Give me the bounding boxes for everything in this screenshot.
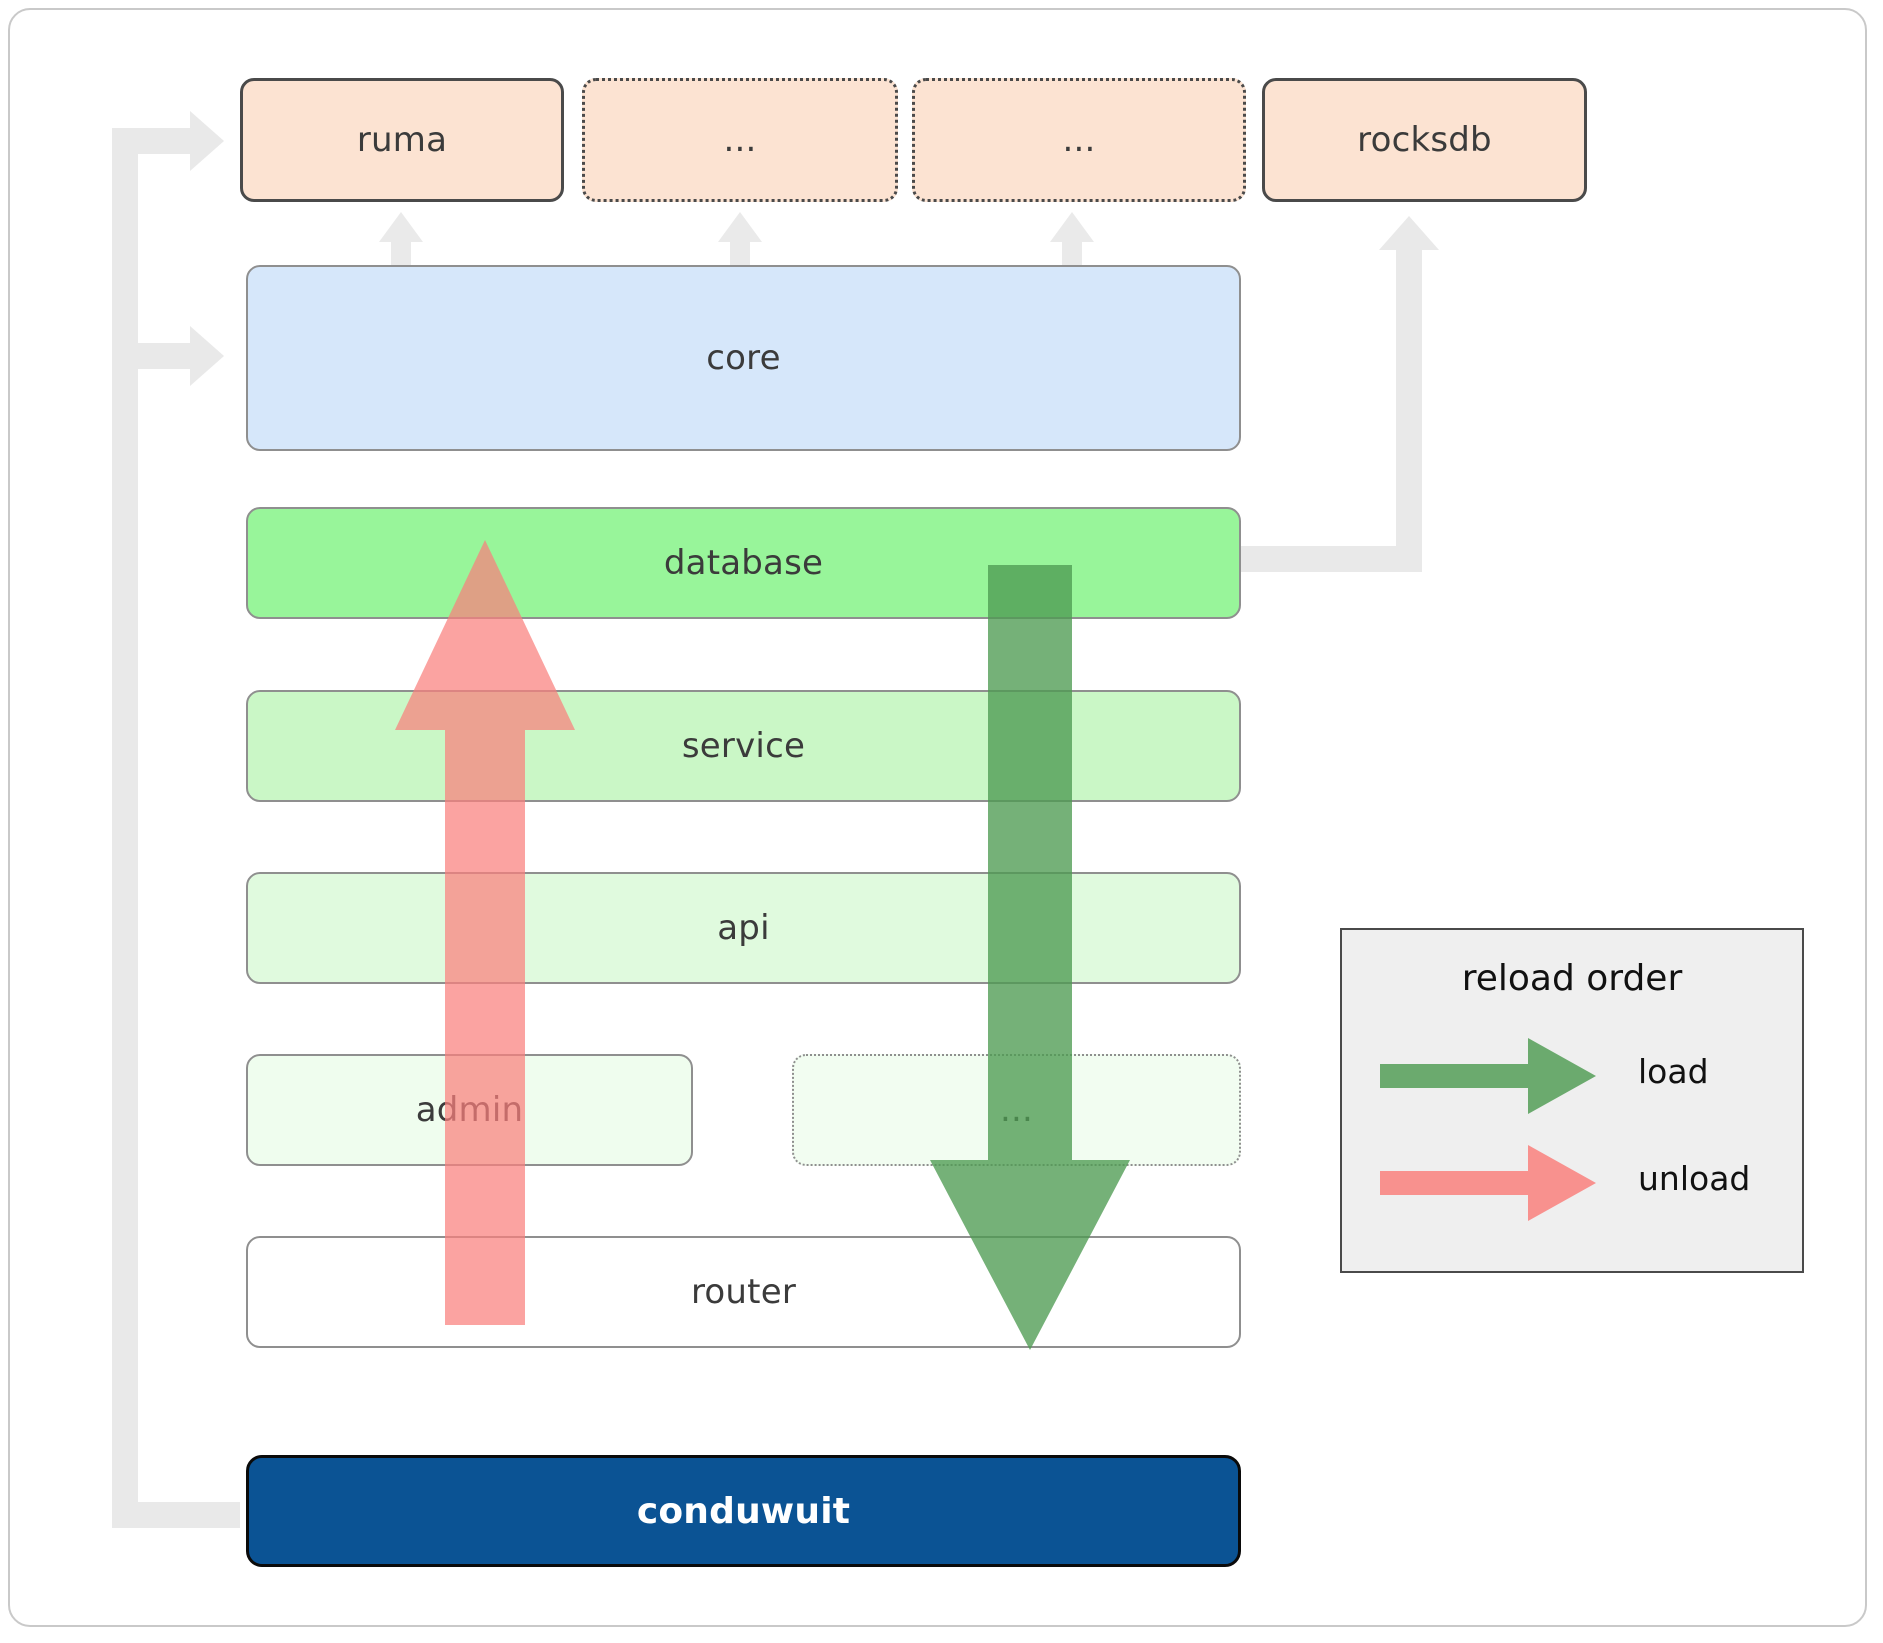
layer-label: router bbox=[690, 1272, 796, 1312]
layer-label: api bbox=[717, 908, 770, 948]
core-box[interactable]: core bbox=[246, 265, 1241, 451]
legend-label-load: load bbox=[1638, 1052, 1709, 1091]
binary-box-conduwuit[interactable]: conduwuit bbox=[246, 1455, 1241, 1567]
connector-database-to-rocksdb-horizontal bbox=[1237, 546, 1422, 572]
connector-arrow-core bbox=[190, 326, 224, 386]
connector-arrow-rocksdb bbox=[1379, 216, 1439, 250]
dependency-label: ... bbox=[723, 120, 757, 160]
dependency-box-ellipsis-2[interactable]: ... bbox=[912, 78, 1246, 202]
dep-arrow-ruma bbox=[379, 212, 423, 274]
layer-box-api[interactable]: api bbox=[246, 872, 1241, 984]
layer-label: database bbox=[663, 543, 824, 583]
dependency-label: ruma bbox=[356, 120, 448, 160]
layer-label: service bbox=[681, 726, 806, 766]
layer-box-database[interactable]: database bbox=[246, 507, 1241, 619]
dep-arrow-dots-1 bbox=[718, 212, 762, 274]
connector-bottom-leg bbox=[112, 1502, 240, 1528]
legend-panel: reload order load unload bbox=[1340, 928, 1804, 1273]
dependency-box-ellipsis-1[interactable]: ... bbox=[582, 78, 898, 202]
connector-database-to-rocksdb-vertical bbox=[1396, 250, 1422, 570]
dep-arrow-dots-2 bbox=[1050, 212, 1094, 274]
legend-label-unload: unload bbox=[1638, 1159, 1751, 1198]
dependency-box-ruma[interactable]: ruma bbox=[240, 78, 564, 202]
dependency-label: rocksdb bbox=[1357, 120, 1492, 160]
dependency-label: ... bbox=[1062, 120, 1096, 160]
legend-row-unload bbox=[1380, 1145, 1602, 1225]
legend-row-load bbox=[1380, 1038, 1602, 1118]
core-label: core bbox=[706, 338, 781, 378]
load-flow-arrow bbox=[920, 565, 1140, 1350]
legend-title: reload order bbox=[1461, 958, 1683, 999]
connector-branch-ruma bbox=[112, 128, 196, 154]
unload-flow-arrow bbox=[385, 540, 585, 1325]
legend-unload-arrow-icon bbox=[1380, 1145, 1596, 1221]
legend-load-arrow-icon bbox=[1380, 1038, 1596, 1114]
connector-trunk-vertical bbox=[112, 128, 138, 1528]
dependency-box-rocksdb[interactable]: rocksdb bbox=[1262, 78, 1587, 202]
connector-branch-core bbox=[112, 343, 196, 369]
connector-arrow-ruma bbox=[190, 111, 224, 171]
binary-label: conduwuit bbox=[636, 1490, 851, 1532]
